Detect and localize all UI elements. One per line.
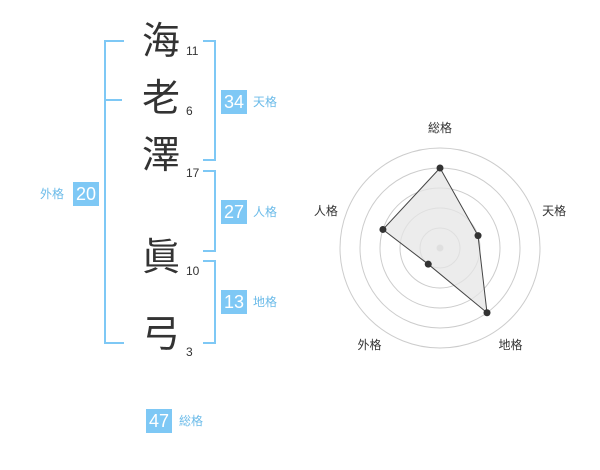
radar-axis-label: 外格 xyxy=(357,337,381,352)
radar-point-1 xyxy=(436,164,444,172)
tenkaku-label: 天格 xyxy=(253,95,278,109)
chikaku-value: 13 xyxy=(221,290,247,314)
gaikaku-label: 外格 xyxy=(40,187,65,201)
name-char-5: 弓 xyxy=(141,312,180,356)
stroke-count-5: 3 xyxy=(186,345,193,359)
jinkaku-value: 27 xyxy=(221,200,247,224)
chikaku-label: 地格 xyxy=(253,295,278,309)
stroke-count-4: 10 xyxy=(186,264,200,278)
radar-axis-label: 地格 xyxy=(498,337,522,352)
soukaku-label: 総格 xyxy=(179,414,204,428)
stroke-count-3: 17 xyxy=(186,166,200,180)
radar-grid-ring xyxy=(339,147,541,349)
stroke-count-2: 6 xyxy=(186,104,193,118)
radar-point-2 xyxy=(474,232,482,240)
soukaku-value: 47 xyxy=(146,409,172,433)
gaikaku-bracket xyxy=(104,40,124,344)
jinkaku-bracket xyxy=(203,170,216,252)
radar-series-area xyxy=(382,167,488,314)
radar-point-5 xyxy=(379,225,387,233)
gaikaku-bracket-tick xyxy=(104,99,122,101)
radar-axis-label: 天格 xyxy=(542,203,566,218)
jinkaku-label: 人格 xyxy=(253,205,278,219)
name-char-4: 眞 xyxy=(141,235,180,279)
radar-axis-label: 人格 xyxy=(314,203,338,218)
tenkaku-value: 34 xyxy=(221,90,247,114)
chikaku-bracket xyxy=(203,260,216,344)
name-char-2: 老 xyxy=(141,76,180,120)
tenkaku-bracket xyxy=(203,40,216,161)
radar-point-3 xyxy=(483,309,491,317)
gaikaku-value: 20 xyxy=(73,182,99,206)
stroke-count-1: 11 xyxy=(186,44,199,58)
name-char-1: 海 xyxy=(141,19,180,63)
radar-axis-label: 総格 xyxy=(428,120,452,135)
name-char-3: 澤 xyxy=(141,133,180,177)
radar-point-4 xyxy=(424,260,432,268)
